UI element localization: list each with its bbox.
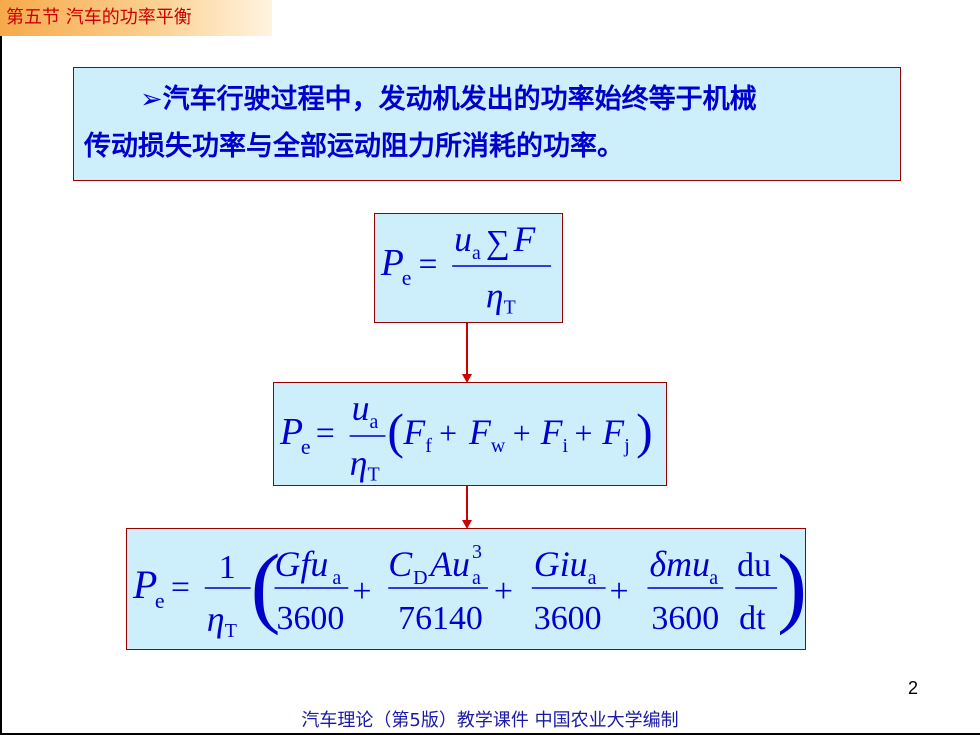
f2-Fi-sub: i: [563, 435, 569, 457]
formula-power-balance: P e = u a ∑ F η T: [374, 213, 563, 323]
f2-Fi: F: [540, 412, 564, 452]
formula-2-svg: P e = u a η T ( F f + F w + F i + F j ): [279, 388, 653, 486]
f1-eta-sub: T: [504, 297, 516, 319]
f2-left-paren: (: [387, 404, 404, 459]
f3-term4-den: 3600: [651, 600, 719, 637]
f3-term2-den: 76140: [398, 600, 483, 637]
f3-term3-sub: a: [588, 567, 597, 589]
f2-eta-sub: T: [368, 464, 380, 486]
f3-eta-sub: T: [225, 620, 237, 642]
f3-left-paren: (: [251, 537, 281, 636]
f3-term2-Au: Au: [428, 544, 470, 584]
f2-plus-1: +: [439, 416, 457, 451]
f3-term3-num: Giu: [534, 544, 588, 584]
f2-Fw: F: [468, 412, 492, 452]
f3-term3-den: 3600: [534, 600, 602, 637]
f2-Fj: F: [601, 412, 625, 452]
f2-P-sub: e: [301, 435, 311, 459]
f3-term4-num: δmu: [649, 544, 710, 584]
f3-d-num: du: [737, 547, 771, 584]
section-title: 第五节 汽车的功率平衡: [0, 0, 272, 36]
formula-3-svg: P e = 1 η T ( Gfu a 3600 + C D Au 3 a 76…: [132, 537, 805, 642]
f2-right-paren: ): [636, 404, 653, 459]
f1-P-sub: e: [402, 266, 412, 290]
intro-line-2: 传动损失功率与全部运动阻力所消耗的功率。: [84, 131, 624, 162]
f3-plus-1: +: [352, 573, 371, 610]
intro-text-box: ➢汽车行驶过程中，发动机发出的功率始终等于机械 传动损失功率与全部运动阻力所消耗…: [73, 67, 901, 181]
f2-Ff: F: [402, 412, 426, 452]
arrow-2-head: [462, 520, 472, 529]
f2-P: P: [279, 411, 303, 453]
f3-term2-C: C: [388, 544, 413, 584]
f1-eta: η: [486, 276, 504, 316]
f1-P: P: [380, 243, 404, 284]
f3-plus-3: +: [610, 573, 629, 610]
f1-sigma: ∑: [486, 224, 510, 261]
f3-term2-sub: a: [472, 567, 481, 589]
f1-u-sub: a: [472, 242, 481, 264]
f3-d-den: dt: [739, 600, 766, 637]
f2-u: u: [352, 388, 370, 428]
formula-full-power-balance: P e = 1 η T ( Gfu a 3600 + C D Au 3 a 76…: [126, 528, 806, 650]
f2-Fw-sub: w: [491, 435, 506, 457]
f2-plus-3: +: [574, 416, 592, 451]
f3-term2-C-sub: D: [413, 567, 427, 589]
f3-equals: =: [171, 569, 190, 606]
f3-plus-2: +: [494, 573, 513, 610]
arrow-2-line: [466, 486, 468, 521]
f3-eta: η: [207, 599, 225, 639]
f3-term1-den: 3600: [277, 600, 345, 637]
slide-bottom-border: [0, 733, 980, 735]
f3-P-sub: e: [155, 588, 165, 613]
f3-one: 1: [219, 549, 236, 586]
arrow-1-head: [462, 374, 472, 383]
slide-left-border: [0, 36, 2, 735]
f3-term2-sup: 3: [472, 541, 482, 563]
f1-u: u: [454, 219, 472, 259]
f2-Fj-sub: j: [623, 435, 630, 457]
page-number: 2: [908, 678, 919, 698]
intro-line-1: ➢汽车行驶过程中，发动机发出的功率始终等于机械: [140, 84, 757, 115]
f2-eta: η: [350, 443, 368, 483]
f3-right-paren: ): [777, 537, 805, 636]
f1-equals: =: [419, 246, 438, 283]
f3-term4-sub: a: [709, 567, 718, 589]
footer-text: 汽车理论（第5版）教学课件 中国农业大学编制: [301, 710, 679, 731]
f2-plus-2: +: [513, 416, 531, 451]
arrow-1-line: [466, 323, 468, 375]
f2-Ff-sub: f: [425, 435, 432, 457]
f1-F: F: [513, 219, 537, 259]
f2-u-sub: a: [370, 411, 379, 433]
formula-1-svg: P e = u a ∑ F η T: [380, 219, 552, 319]
f3-term1-sub: a: [332, 567, 341, 589]
f3-term1-num: Gfu: [275, 544, 329, 584]
f2-equals: =: [316, 415, 335, 452]
f3-P: P: [132, 562, 157, 607]
formula-resistance-expanded: P e = u a η T ( F f + F w + F i + F j ): [273, 382, 667, 486]
